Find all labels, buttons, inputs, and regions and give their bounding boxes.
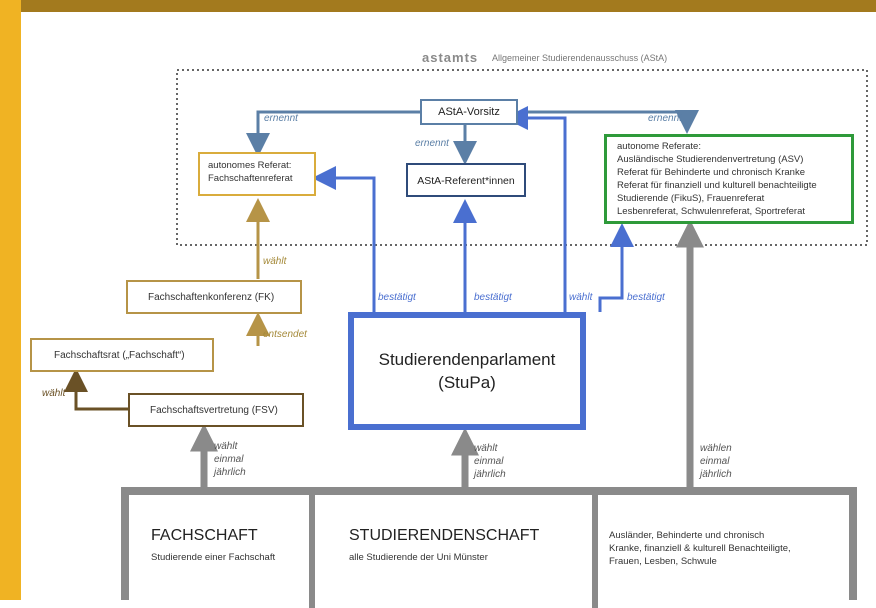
label-waehlt-fk: wählt xyxy=(263,256,287,267)
node-fachschaftenkonferenz-label: Fachschaftenkonferenz (FK) xyxy=(148,292,275,303)
label-bestaetigt-2: bestätigt xyxy=(474,292,512,303)
label-ernennt-left: ernennt xyxy=(264,113,298,124)
edge-waehlt-vorsitz xyxy=(504,106,567,312)
node-autonome-referate: autonome Referate: Ausländische Studiere… xyxy=(604,134,854,224)
node-stupa-line2: (StuPa) xyxy=(438,373,496,392)
edge-waehlt-fsr xyxy=(64,368,128,411)
bottom-studierendenschaft-title: STUDIERENDENSCHAFT xyxy=(349,527,540,544)
node-fachschaftsvertretung-label: Fachschaftsvertretung (FSV) xyxy=(150,405,278,416)
label-waehlen-einmal-a: wählen xyxy=(700,443,732,454)
frame-top-border xyxy=(0,0,876,12)
frame-left-border xyxy=(0,0,21,600)
bottom-groups-line-0: Ausländer, Behinderte und chronisch xyxy=(609,530,765,541)
bottom-studierendenschaft-sub: alle Studierende der Uni Münster xyxy=(349,552,488,563)
label-ernennt-mid: ernennt xyxy=(415,138,449,149)
label-waehlt-einmal-1-b: einmal xyxy=(214,454,244,465)
node-fachschaftenreferat-line2: Fachschaftenreferat xyxy=(208,173,293,184)
node-studierendenparlament: Studierendenparlament (StuPa) xyxy=(348,312,586,430)
bottom-groups-line-2: Frauen, Lesben, Schwule xyxy=(609,556,717,567)
node-asta-vorsitz-label: AStA-Vorsitz xyxy=(438,106,500,118)
label-waehlt-einmal-1-c: jährlich xyxy=(214,467,246,478)
bottom-fachschaft-sub: Studierende einer Fachschaft xyxy=(151,552,276,563)
bottom-fachschaft-title: FACHSCHAFT xyxy=(151,527,258,544)
label-waehlt-left: wählt xyxy=(42,388,66,399)
autonome-referate-line-3: Referat für finanziell und kulturell ben… xyxy=(617,180,817,191)
edge-ernennt-right xyxy=(520,110,699,134)
label-ernennt-right: ernennt xyxy=(648,113,682,124)
node-asta-referentinnen: AStA-Referent*innen xyxy=(406,163,526,197)
bottom-band: FACHSCHAFT Studierende einer Fachschaft … xyxy=(121,487,857,608)
label-waehlen-einmal-c: jährlich xyxy=(700,469,732,480)
label-waehlt-stupa: wählt xyxy=(569,292,593,303)
label-waehlt-einmal-2-b: einmal xyxy=(474,456,504,467)
node-fachschaftenkonferenz: Fachschaftenkonferenz (FK) xyxy=(126,280,302,314)
node-fachschaftenreferat: autonomes Referat: Fachschaftenreferat xyxy=(198,152,316,196)
label-bestaetigt-3: bestätigt xyxy=(627,292,665,303)
node-fachschaftsrat: Fachschaftsrat („Fachschaft“) xyxy=(30,338,214,372)
label-waehlt-einmal-2-a: wählt xyxy=(474,443,498,454)
label-entsendet: entsendet xyxy=(263,329,307,340)
node-fachschaftsrat-label: Fachschaftsrat („Fachschaft“) xyxy=(54,350,185,361)
label-waehlen-einmal-b: einmal xyxy=(700,456,730,467)
autonome-referate-line-2: Referat für Behinderte und chronisch Kra… xyxy=(617,167,805,178)
label-waehlt-einmal-1-a: wählt xyxy=(214,441,238,452)
asta-title: Allgemeiner Studierendenausschuss (AStA) xyxy=(492,53,668,63)
node-asta-vorsitz: AStA-Vorsitz xyxy=(420,99,518,125)
autonome-referate-line-5: Lesbenreferat, Schwulenreferat, Sportref… xyxy=(617,206,805,217)
edge-ernennt-left xyxy=(246,110,420,157)
bottom-divider-1 xyxy=(309,495,315,608)
bottom-groups-line-1: Kranke, finanziell & kulturell Benachtei… xyxy=(609,543,791,554)
node-asta-referentinnen-label: AStA-Referent*innen xyxy=(417,175,515,187)
autonome-referate-line-4: Studierende (FikuS), Frauenreferat xyxy=(617,193,765,204)
label-bestaetigt-1: bestätigt xyxy=(378,292,416,303)
edge-bestaetigt-autonome xyxy=(598,223,634,312)
node-fachschaftenreferat-line1: autonomes Referat: xyxy=(208,160,292,171)
asta-dotted-frame xyxy=(176,69,868,246)
autonome-referate-line-0: autonome Referate: xyxy=(617,141,701,152)
autonome-referate-line-1: Ausländische Studierendenvertretung (ASV… xyxy=(617,154,804,165)
node-fachschaftsvertretung: Fachschaftsvertretung (FSV) xyxy=(128,393,304,427)
bottom-divider-2 xyxy=(592,495,598,608)
node-stupa-line1: Studierendenparlament xyxy=(378,350,556,369)
asta-logo: astamts xyxy=(422,50,479,65)
label-waehlt-einmal-2-c: jährlich xyxy=(474,469,506,480)
edge-bestaetigt-fachschaftenreferat xyxy=(312,166,376,312)
